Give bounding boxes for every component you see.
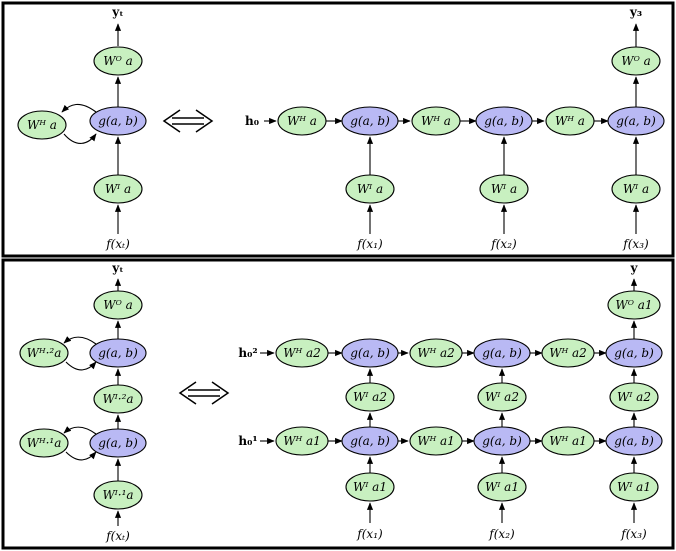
input-weight-label-layer2: Wᴵ a2 bbox=[485, 390, 519, 404]
top-unrolled-rnn: h₀ Wᴴ a g(a, b) Wᴴ a g(a, b) Wᴴ a g(a, b… bbox=[245, 5, 665, 251]
hidden-weight-label-layer1: Wᴴ·¹a bbox=[27, 436, 62, 450]
input-label: f(x₃) bbox=[622, 237, 649, 251]
input-weight-label-layer1: Wᴵ a1 bbox=[353, 480, 387, 494]
input-weight-label: Wᴵ a bbox=[105, 182, 131, 196]
hidden-weight-node-layer2 bbox=[19, 338, 69, 368]
hidden-weight-label: Wᴴ a bbox=[555, 114, 585, 128]
input-label: f(x₁) bbox=[356, 237, 383, 251]
input-weight-node-layer1 bbox=[345, 472, 395, 502]
hidden-weight-label-layer2: Wᴴ a2 bbox=[549, 346, 587, 360]
hidden-weight-label-layer1: Wᴴ a1 bbox=[283, 434, 321, 448]
h0-layer1-label: h₀¹ bbox=[238, 434, 257, 448]
hidden-weight-label-layer2: Wᴴ a2 bbox=[283, 346, 321, 360]
input-weight-node-layer1 bbox=[477, 472, 527, 502]
h0-layer2-label: h₀² bbox=[238, 346, 257, 360]
activation-label: g(a, b) bbox=[614, 434, 654, 448]
input-weight-label-layer1: Wᴵ a1 bbox=[617, 480, 651, 494]
output-weight-label: Wᴼ a1 bbox=[615, 298, 652, 312]
input-weight-node-layer2 bbox=[477, 382, 527, 412]
hidden-weight-label-layer1: Wᴴ a1 bbox=[417, 434, 455, 448]
activation-label: g(a, b) bbox=[98, 346, 138, 360]
input-label: f(x₂) bbox=[490, 237, 517, 251]
output-weight-label: Wᴼ a bbox=[621, 54, 651, 68]
activation-label: g(a, b) bbox=[482, 434, 522, 448]
output-label: y₃ bbox=[629, 5, 642, 19]
input-weight-node-layer2 bbox=[345, 382, 395, 412]
hidden-weight-label-layer2: Wᴴ·²a bbox=[27, 346, 62, 360]
input-weight-label-layer2: Wᴵ·²a bbox=[102, 392, 133, 406]
activation-label: g(a, b) bbox=[482, 346, 522, 360]
hidden-weight-label-layer2: Wᴴ a2 bbox=[417, 346, 455, 360]
output-weight-label: Wᴼ a bbox=[103, 298, 133, 312]
input-weight-label-layer1: Wᴵ·¹a bbox=[102, 488, 133, 502]
input-weight-label: Wᴵ a bbox=[623, 182, 649, 196]
bottom-unrolled-rnn: h₀² Wᴴ a2 g(a, b) Wᴴ a2 g(a, b) Wᴴ a2 g(… bbox=[238, 261, 663, 541]
equivalence-arrow-top bbox=[162, 109, 214, 133]
input-weight-label-layer2: Wᴵ a2 bbox=[353, 390, 387, 404]
top-folded-rnn: yₜ Wᴼ a g(a, b) Wᴴ a Wᴵ a f(xₜ) bbox=[17, 5, 147, 251]
activation-label: g(a, b) bbox=[98, 436, 138, 450]
activation-node-layer2 bbox=[89, 338, 147, 368]
output-label: yₜ bbox=[111, 5, 123, 19]
input-weight-label: Wᴵ a bbox=[357, 182, 383, 196]
input-label: f(x₃) bbox=[620, 527, 647, 541]
output-weight-node bbox=[93, 290, 143, 320]
top-panel bbox=[1, 1, 675, 258]
output-weight-node bbox=[93, 46, 143, 76]
bottom-panel bbox=[1, 258, 675, 550]
input-weight-node-layer2 bbox=[93, 384, 143, 414]
input-weight-node bbox=[479, 174, 529, 204]
output-label: yₜ bbox=[111, 261, 123, 275]
input-label: f(x₁) bbox=[356, 527, 383, 541]
activation-label: g(a, b) bbox=[98, 114, 138, 128]
activation-label: g(a, b) bbox=[350, 114, 390, 128]
activation-label: g(a, b) bbox=[350, 346, 390, 360]
activation-label: g(a, b) bbox=[484, 114, 524, 128]
activation-node-layer1 bbox=[89, 428, 147, 458]
hidden-weight-label: Wᴴ a bbox=[27, 118, 57, 132]
h0-label: h₀ bbox=[245, 114, 259, 128]
input-label: f(x₂) bbox=[488, 527, 515, 541]
bottom-folded-rnn: yₜ Wᴼ a g(a, b) Wᴴ·²a Wᴵ·²a g(a, b) Wᴴ·¹… bbox=[19, 261, 147, 543]
input-weight-label-layer2: Wᴵ a2 bbox=[617, 390, 651, 404]
input-weight-node-layer2 bbox=[609, 382, 659, 412]
input-label: f(xₜ) bbox=[105, 529, 130, 543]
hidden-weight-label: Wᴴ a bbox=[421, 114, 451, 128]
input-weight-node bbox=[93, 174, 143, 204]
activation-node bbox=[89, 106, 147, 136]
input-weight-node-layer1 bbox=[609, 472, 659, 502]
input-weight-node-layer1 bbox=[93, 480, 143, 510]
hidden-weight-label-layer1: Wᴴ a1 bbox=[549, 434, 587, 448]
input-weight-label-layer1: Wᴵ a1 bbox=[485, 480, 519, 494]
hidden-weight-label: Wᴴ a bbox=[287, 114, 317, 128]
hidden-weight-node-layer1 bbox=[19, 428, 69, 458]
activation-label: g(a, b) bbox=[614, 346, 654, 360]
activation-node-layer1 bbox=[605, 426, 663, 456]
equivalence-arrow-bottom bbox=[178, 381, 230, 405]
activation-label: g(a, b) bbox=[616, 114, 656, 128]
activation-label: g(a, b) bbox=[350, 434, 390, 448]
input-weight-node bbox=[611, 174, 661, 204]
input-label: f(xₜ) bbox=[105, 237, 130, 251]
input-weight-node bbox=[345, 174, 395, 204]
input-weight-label: Wᴵ a bbox=[491, 182, 517, 196]
output-label: y bbox=[630, 261, 639, 275]
output-weight-label: Wᴼ a bbox=[103, 54, 133, 68]
hidden-weight-node bbox=[17, 110, 67, 140]
